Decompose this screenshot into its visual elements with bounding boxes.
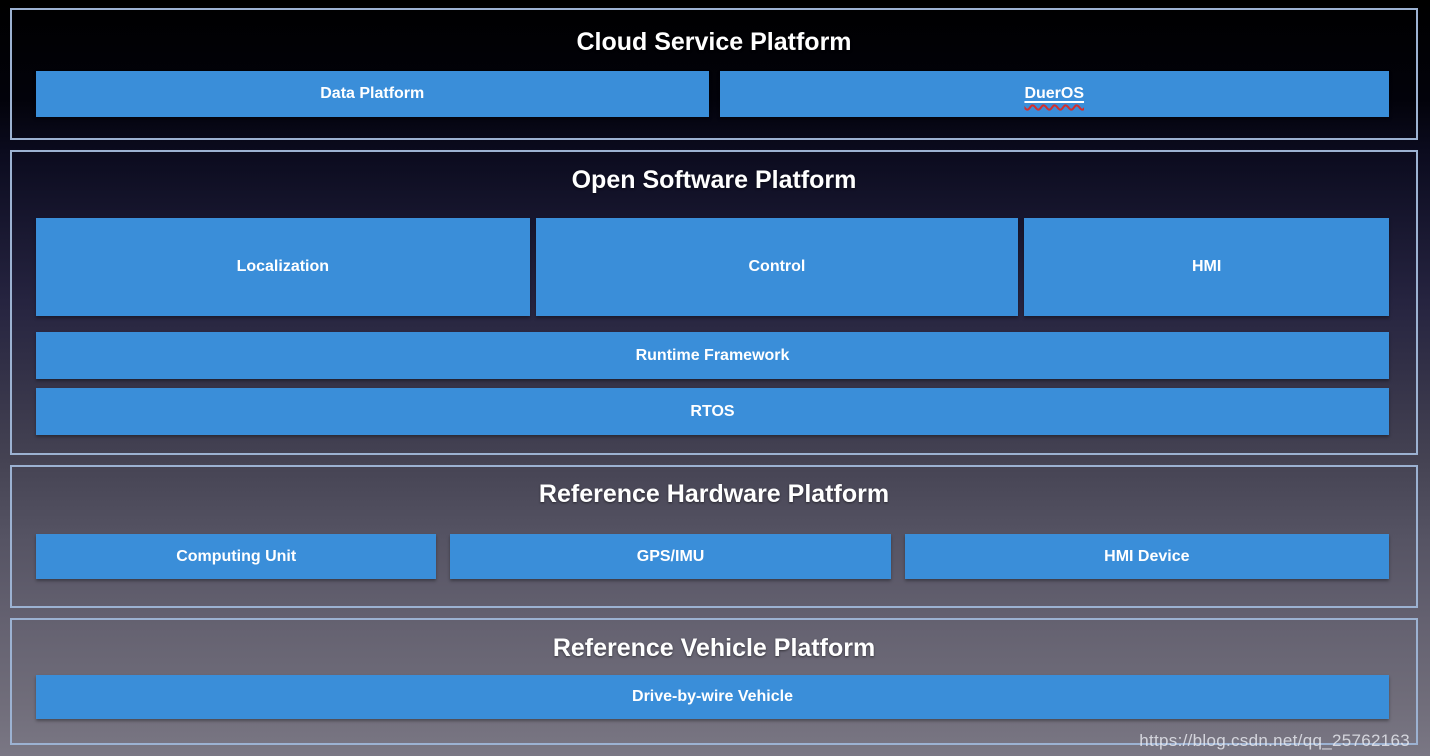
box-drive-by-wire-vehicle: Drive-by-wire Vehicle [36, 675, 1389, 719]
section-title-open-software-platform: Open Software Platform [571, 166, 857, 194]
section-cloud-service-platform: Cloud Service Platform Data Platform Due… [10, 8, 1418, 140]
section-title-reference-vehicle-platform: Reference Vehicle Platform [552, 634, 876, 662]
box-label: Localization [236, 258, 330, 275]
box-label: Computing Unit [176, 547, 297, 565]
box-gps-imu: GPS/IMU [450, 534, 891, 579]
rtos-row: RTOS [36, 388, 1389, 435]
box-label: GPS/IMU [636, 547, 705, 565]
box-label: Data Platform [320, 85, 425, 102]
box-hmi-device: HMI Device [904, 534, 1389, 579]
section-reference-hardware-platform: Reference Hardware Platform Computing Un… [10, 465, 1418, 608]
box-hmi: HMI [1024, 218, 1389, 316]
box-label: Runtime Framework [635, 346, 790, 364]
box-data-platform: Data Platform [36, 71, 709, 117]
box-label: DuerOS [1024, 85, 1085, 102]
box-label: Drive-by-wire Vehicle [632, 688, 793, 705]
box-label: RTOS [690, 402, 735, 420]
box-rtos: RTOS [36, 388, 1389, 435]
section-title-reference-hardware-platform: Reference Hardware Platform [538, 480, 890, 508]
section-open-software-platform: Open Software Platform Localization Cont… [10, 150, 1418, 455]
runtime-framework-row: Runtime Framework [36, 332, 1389, 379]
hardware-boxes-row: Computing Unit GPS/IMU HMI Device [36, 534, 1389, 579]
box-label: HMI Device [1104, 547, 1190, 565]
box-label: Control [748, 258, 806, 275]
section-reference-vehicle-platform: Reference Vehicle Platform Drive-by-wire… [10, 618, 1418, 745]
spellcheck-wavy-underline: DuerOS [1024, 85, 1084, 103]
box-computing-unit: Computing Unit [36, 534, 437, 579]
box-localization: Localization [36, 218, 530, 316]
section-title-cloud-service-platform: Cloud Service Platform [576, 28, 852, 56]
cloud-boxes-row: Data Platform DuerOS [36, 71, 1389, 117]
csdn-blog-watermark: https://blog.csdn.net/qq_25762163 [1139, 731, 1410, 750]
vehicle-boxes-row: Drive-by-wire Vehicle [36, 675, 1389, 719]
box-dueros: DuerOS [719, 71, 1389, 117]
software-modules-row: Localization Control HMI [36, 218, 1389, 316]
box-runtime-framework: Runtime Framework [36, 332, 1389, 379]
box-label: HMI [1191, 258, 1222, 275]
box-control: Control [535, 218, 1019, 316]
